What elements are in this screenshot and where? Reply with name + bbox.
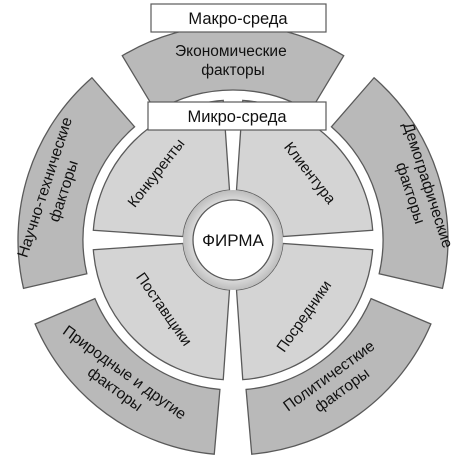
economic-factors-line-1: Экономические (175, 43, 287, 60)
macro-environment-box (150, 3, 327, 33)
micro-environment-label: Микро-среда (187, 108, 287, 126)
micro-environment-box (147, 101, 327, 131)
political-factors-segment (245, 297, 432, 455)
scitech-factors-segment (17, 76, 136, 290)
macro-environment-label: Макро-среда (188, 10, 288, 28)
demographic-factors-segment (330, 76, 449, 290)
firm-label: ФИРМА (202, 231, 264, 250)
economic-factors-label: Экономические факторы (175, 43, 291, 79)
economic-factors-line-2: факторы (201, 62, 265, 79)
natural-factors-segment (34, 297, 221, 455)
firm-core (192, 199, 274, 281)
